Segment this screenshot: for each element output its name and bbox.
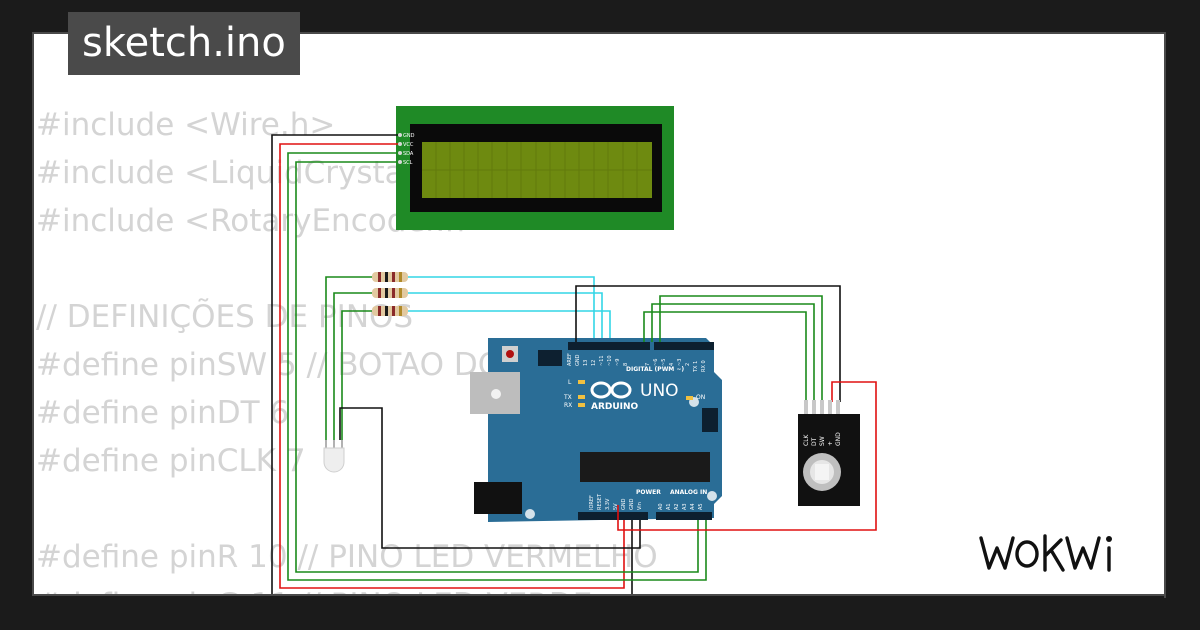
digital-pin-label: ~9 <box>615 359 621 366</box>
lcd-pin-vcc: VCC <box>403 142 414 148</box>
digital-pin-label: ~6 <box>653 359 659 366</box>
card-edge-bottom <box>0 596 1200 630</box>
tx-led-label: TX <box>563 394 572 401</box>
analog-pin-label: A4 <box>690 503 696 510</box>
digital-pin-label: RX 0 <box>701 360 707 372</box>
power-pin-label: GND <box>621 498 627 510</box>
aref-pin-label: AREF <box>567 353 573 366</box>
power-pin-label: RESET <box>597 493 603 510</box>
arduino-model: UNO <box>640 381 679 401</box>
power-pin-label: IOREF <box>589 495 595 510</box>
gnd-pin-label: GND <box>575 354 581 366</box>
arduino-brand: ARDUINO <box>591 402 639 412</box>
power-pin-label: GND <box>629 498 635 510</box>
power-pin-label: 5V <box>613 503 619 510</box>
digital-pin-label: ~10 <box>607 355 613 366</box>
code-line: #define pinDT 6 <box>36 395 290 431</box>
digital-pin-label: ~11 <box>599 355 605 366</box>
rgb-led[interactable] <box>323 407 641 549</box>
digital-pin-label: 4 <box>669 363 675 366</box>
power-pin-label: 3.3V <box>605 498 611 510</box>
lcd-pin-sda: SDA <box>403 151 414 157</box>
code-line: #include <Wire.h> <box>36 107 336 143</box>
lcd-pin-gnd: GND <box>403 133 415 139</box>
analog-pin-label: A5 <box>698 503 704 510</box>
code-line: #define pinR 10 // PINO LED VERMELHO <box>36 539 658 575</box>
digital-pin-label: ~3 <box>677 359 683 366</box>
power-header-label: POWER <box>636 489 661 496</box>
encoder-pin-gnd: GND <box>835 432 842 446</box>
analog-pin-label: A0 <box>658 503 664 510</box>
rx-led-label: RX <box>564 402 572 409</box>
encoder-pin-dt: DT <box>811 437 818 446</box>
digital-header-label: DIGITAL (PWM ~) <box>626 366 684 373</box>
encoder-wires <box>575 285 877 531</box>
card-border-bottom <box>32 594 1166 596</box>
code-line: #define pinCLK 7 <box>36 443 306 479</box>
analog-pin-label: A1 <box>666 503 672 510</box>
arduino-uno-board[interactable]: UNO ARDUINO DIGITAL (PWM ~) POWER ANALOG… <box>470 338 722 522</box>
digital-pin-label: 8 <box>623 363 629 366</box>
card-border-right <box>1164 32 1166 598</box>
arduino-infinity-logo <box>590 381 632 399</box>
encoder-pin-clk: CLK <box>803 433 810 446</box>
digital-pin-label: 13 <box>583 360 589 366</box>
digital-pin-label: 2 <box>685 363 691 366</box>
encoder-pin-sw: SW <box>819 436 826 446</box>
rotary-encoder[interactable]: CLK DT SW + GND <box>798 400 860 506</box>
resistors[interactable] <box>325 272 611 440</box>
encoder-pin-vcc: + <box>827 441 834 446</box>
analog-header-label: ANALOG IN <box>670 489 707 496</box>
lcd-display[interactable]: GND VCC SDA SCL <box>396 106 674 230</box>
sketch-filename[interactable]: sketch.ino <box>68 12 300 75</box>
digital-pin-label: TX 1 <box>693 361 699 373</box>
analog-pin-label: A2 <box>674 503 680 510</box>
on-led-label: ON <box>696 394 705 401</box>
digital-pin-label: 7 <box>645 363 651 366</box>
l-led-label: L <box>568 379 572 386</box>
digital-pin-label: 12 <box>591 360 597 366</box>
card-edge-right <box>1166 32 1200 630</box>
analog-pin-label: A3 <box>682 503 688 510</box>
lcd-pin-scl: SCL <box>403 160 413 166</box>
digital-pin-label: ~5 <box>661 359 667 366</box>
code-preview: #include <Wire.h> #include <LiquidCrysta… <box>36 101 666 629</box>
power-pin-label: Vin <box>637 502 643 510</box>
wokwi-logo[interactable] <box>975 526 1151 582</box>
